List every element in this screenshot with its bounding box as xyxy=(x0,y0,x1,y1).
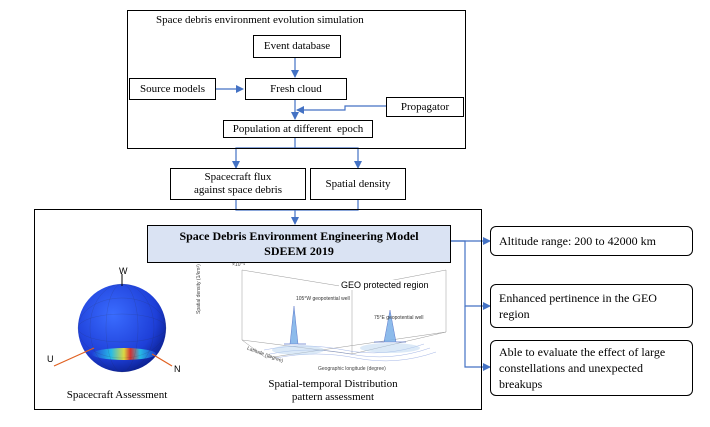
feature-geo-label: Enhanced pertinence in the GEO region xyxy=(499,291,657,321)
plot-wall-left: 105°W geopotential well xyxy=(296,296,350,302)
plot-wall-right: 75°E geopotential well xyxy=(374,315,424,321)
arrow-density-to-model xyxy=(295,200,359,211)
sphere-flux-band xyxy=(92,348,156,360)
propagator-box: Propagator xyxy=(386,97,464,117)
propagator-label: Propagator xyxy=(400,100,450,113)
sphere-axis-w: W xyxy=(119,266,128,276)
plot-xlabel: Geographic longitude (degree) xyxy=(318,366,386,372)
sphere-axis-n: N xyxy=(174,364,181,374)
sphere-caption: Spacecraft Assessment xyxy=(66,389,168,401)
spacecraft-sphere-image xyxy=(53,274,173,373)
plot-geo-label: GEO protected region xyxy=(339,280,431,290)
fresh-cloud-box: Fresh cloud xyxy=(245,78,347,100)
plot-caption: Spatial-temporal Distribution pattern as… xyxy=(258,378,408,404)
plot-caption-line2: pattern assessment xyxy=(291,391,375,403)
plot-zlabel: Spatial density (1/km³) xyxy=(196,264,202,314)
feature-box-geo: Enhanced pertinence in the GEO region xyxy=(490,284,693,328)
arrow-flux-to-model xyxy=(235,200,299,225)
flux-label-line1: Spacecraft flux xyxy=(204,171,272,183)
feature-constellations-label: Able to evaluate the effect of large con… xyxy=(499,345,666,391)
feature-altitude-label: Altitude range: 200 to 42000 km xyxy=(499,234,656,248)
model-title-line1: Space Debris Environment Engineering Mod… xyxy=(179,229,419,243)
flux-box: Spacecraft flux against space debris xyxy=(170,168,306,200)
population-label: Population at different epoch xyxy=(232,122,364,135)
feature-box-constellations: Able to evaluate the effect of large con… xyxy=(490,340,693,396)
population-box: Population at different epoch xyxy=(223,120,373,138)
plot-exponent: ×10⁻⁹ xyxy=(232,262,246,268)
flux-label-line2: against space debris xyxy=(194,184,282,196)
arrow-propagator xyxy=(296,105,386,114)
source-models-label: Source models xyxy=(139,82,206,95)
model-title-line2: SDEEM 2019 xyxy=(264,244,334,258)
feature-box-altitude: Altitude range: 200 to 42000 km xyxy=(490,226,693,256)
event-database-label: Event database xyxy=(263,40,331,52)
model-box: Space Debris Environment Engineering Mod… xyxy=(147,225,451,263)
fresh-cloud-label: Fresh cloud xyxy=(270,82,322,95)
spatial-density-box: Spatial density xyxy=(310,168,406,200)
spatial-density-label: Spatial density xyxy=(325,177,391,190)
plot-caption-line1: Spatial-temporal Distribution xyxy=(268,378,398,390)
event-database-box: Event database xyxy=(253,35,341,58)
spatial-density-plot xyxy=(241,269,447,362)
sphere-axis-u: U xyxy=(47,354,54,364)
simulation-title: Space debris environment evolution simul… xyxy=(156,14,364,26)
simulation-frame xyxy=(127,10,466,149)
arrow-population-to-density xyxy=(295,147,362,169)
source-models-box: Source models xyxy=(129,78,216,100)
model-frame xyxy=(34,209,482,410)
